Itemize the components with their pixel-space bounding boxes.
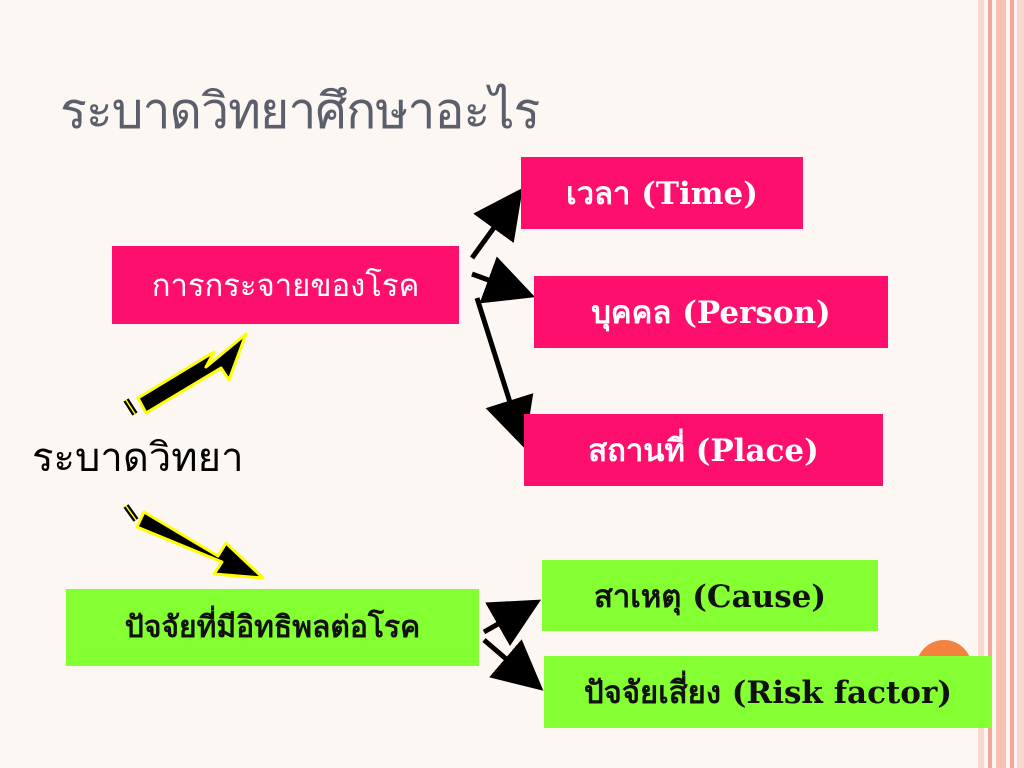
arrow-to-cause (482, 599, 542, 647)
distribution-box-label: การกระจายของโรค (151, 268, 420, 304)
cause-box: สาเหตุ (Cause) (542, 560, 878, 631)
factors-box-label: ปัจจัยที่มีอิทธิพลต่อโรค (124, 610, 421, 645)
factors-box: ปัจจัยที่มีอิทธิพลต่อโรค (66, 589, 479, 666)
slide-title: ระบาดวิทยาศึกษาอะไร (60, 82, 540, 140)
arrow-to-time (469, 187, 523, 260)
block-arrow-up (123, 332, 248, 416)
epidemiology-label: ระบาดวิทยา (32, 435, 244, 481)
place-box-label: สถานที่ (Place) (588, 433, 819, 469)
risk-factor-box-label: ปัจจัยเสี่ยง (Risk factor) (583, 675, 952, 711)
decor-stripe (988, 0, 992, 768)
arrow-to-place (474, 297, 534, 449)
arrow-to-risk (482, 638, 544, 691)
decor-stripe (996, 0, 1006, 768)
person-box-label: บุคคล (Person) (591, 295, 831, 331)
person-box: บุคคล (Person) (534, 276, 888, 348)
risk-factor-box: ปัจจัยเสี่ยง (Risk factor) (544, 656, 992, 728)
decor-stripe (1010, 0, 1014, 768)
block-arrow-down (123, 504, 265, 580)
decor-stripe (978, 0, 984, 768)
time-box: เวลา (Time) (521, 157, 803, 229)
cause-box-label: สาเหตุ (Cause) (593, 578, 827, 615)
distribution-box: การกระจายของโรค (112, 246, 459, 324)
decor-stripe (1017, 0, 1024, 768)
time-box-label: เวลา (Time) (566, 176, 758, 212)
arrow-to-person (471, 256, 536, 304)
place-box: สถานที่ (Place) (524, 414, 883, 486)
